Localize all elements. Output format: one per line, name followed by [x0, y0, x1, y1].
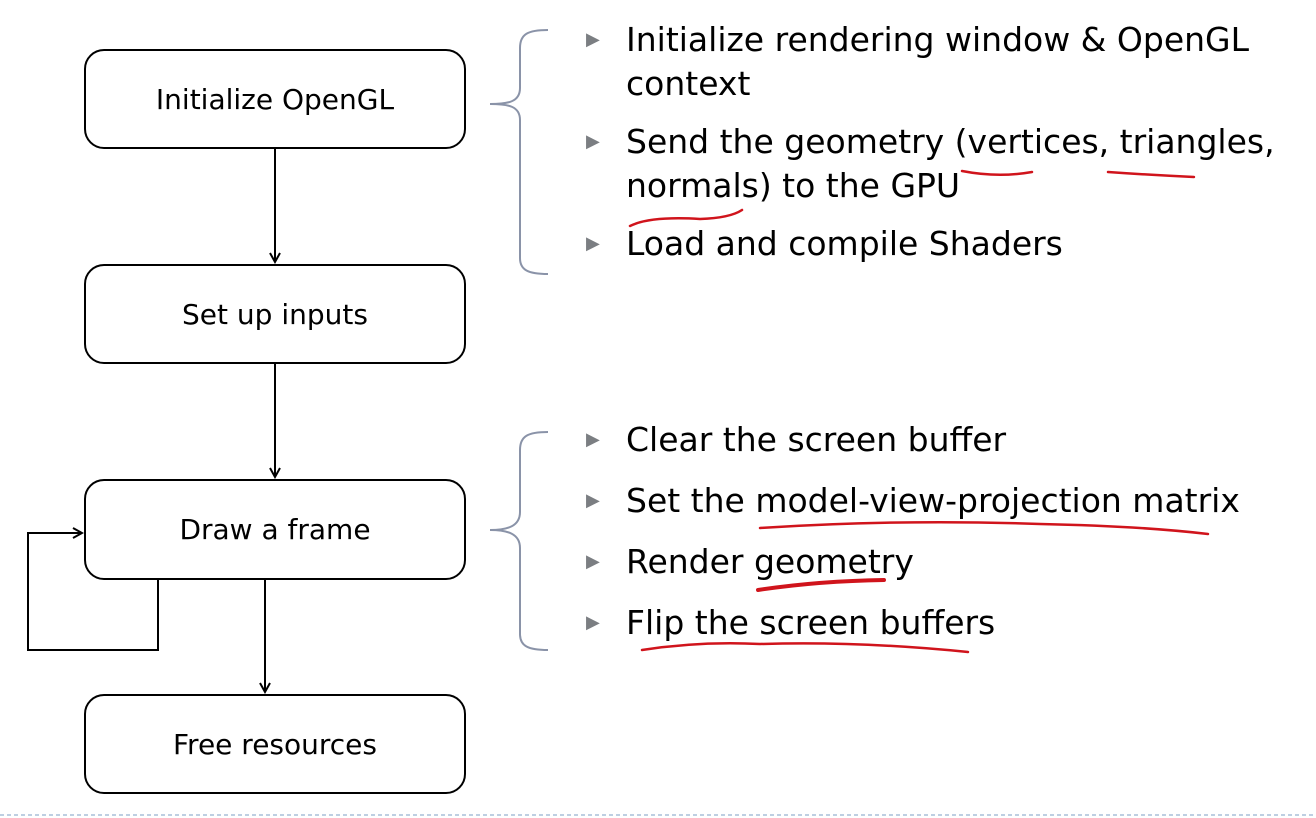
- triangle-right-icon: ▶: [586, 490, 600, 511]
- triangle-right-icon: ▶: [586, 29, 600, 50]
- bullet-text: Initialize rendering window & OpenGL con…: [626, 20, 1250, 103]
- bracket-init: [489, 29, 549, 275]
- triangle-right-icon: ▶: [586, 131, 600, 152]
- flow-step-label: Free resources: [172, 727, 377, 761]
- list-item: ▶ Render geometry: [586, 540, 1311, 584]
- bullet-text: Flip the screen buffers: [626, 603, 996, 642]
- flow-step-set-up-inputs: Set up inputs: [84, 264, 466, 364]
- list-item: ▶ Load and compile Shaders: [586, 222, 1311, 266]
- frame-details-list: ▶ Clear the screen buffer ▶ Set the mode…: [586, 418, 1311, 662]
- triangle-right-icon: ▶: [586, 551, 600, 572]
- list-item: ▶ Clear the screen buffer: [586, 418, 1311, 462]
- list-item: ▶ Send the geometry (vertices, triangles…: [586, 120, 1311, 208]
- triangle-right-icon: ▶: [586, 429, 600, 450]
- list-item: ▶ Initialize rendering window & OpenGL c…: [586, 18, 1311, 106]
- triangle-right-icon: ▶: [586, 233, 600, 254]
- bullet-text: Send the geometry (vertices, triangles, …: [626, 122, 1275, 205]
- bullet-text: Clear the screen buffer: [626, 420, 1007, 459]
- triangle-right-icon: ▶: [586, 612, 600, 633]
- bracket-frame: [489, 431, 549, 651]
- bullet-text: Render geometry: [626, 542, 914, 581]
- flow-step-draw-frame: Draw a frame: [84, 479, 466, 580]
- flow-step-label: Set up inputs: [182, 297, 368, 331]
- flow-step-label: Draw a frame: [179, 513, 371, 546]
- flow-step-initialize-opengl: Initialize OpenGL: [84, 49, 466, 149]
- flow-step-free-resources: Free resources: [84, 694, 466, 794]
- bullet-text: Load and compile Shaders: [626, 224, 1063, 263]
- flow-step-label: Initialize OpenGL: [155, 82, 395, 116]
- list-item: ▶ Set the model-view-projection matrix: [586, 479, 1311, 523]
- bullet-text: Set the model-view-projection matrix: [626, 481, 1240, 520]
- init-details-list: ▶ Initialize rendering window & OpenGL c…: [586, 18, 1311, 280]
- list-item: ▶ Flip the screen buffers: [586, 601, 1311, 645]
